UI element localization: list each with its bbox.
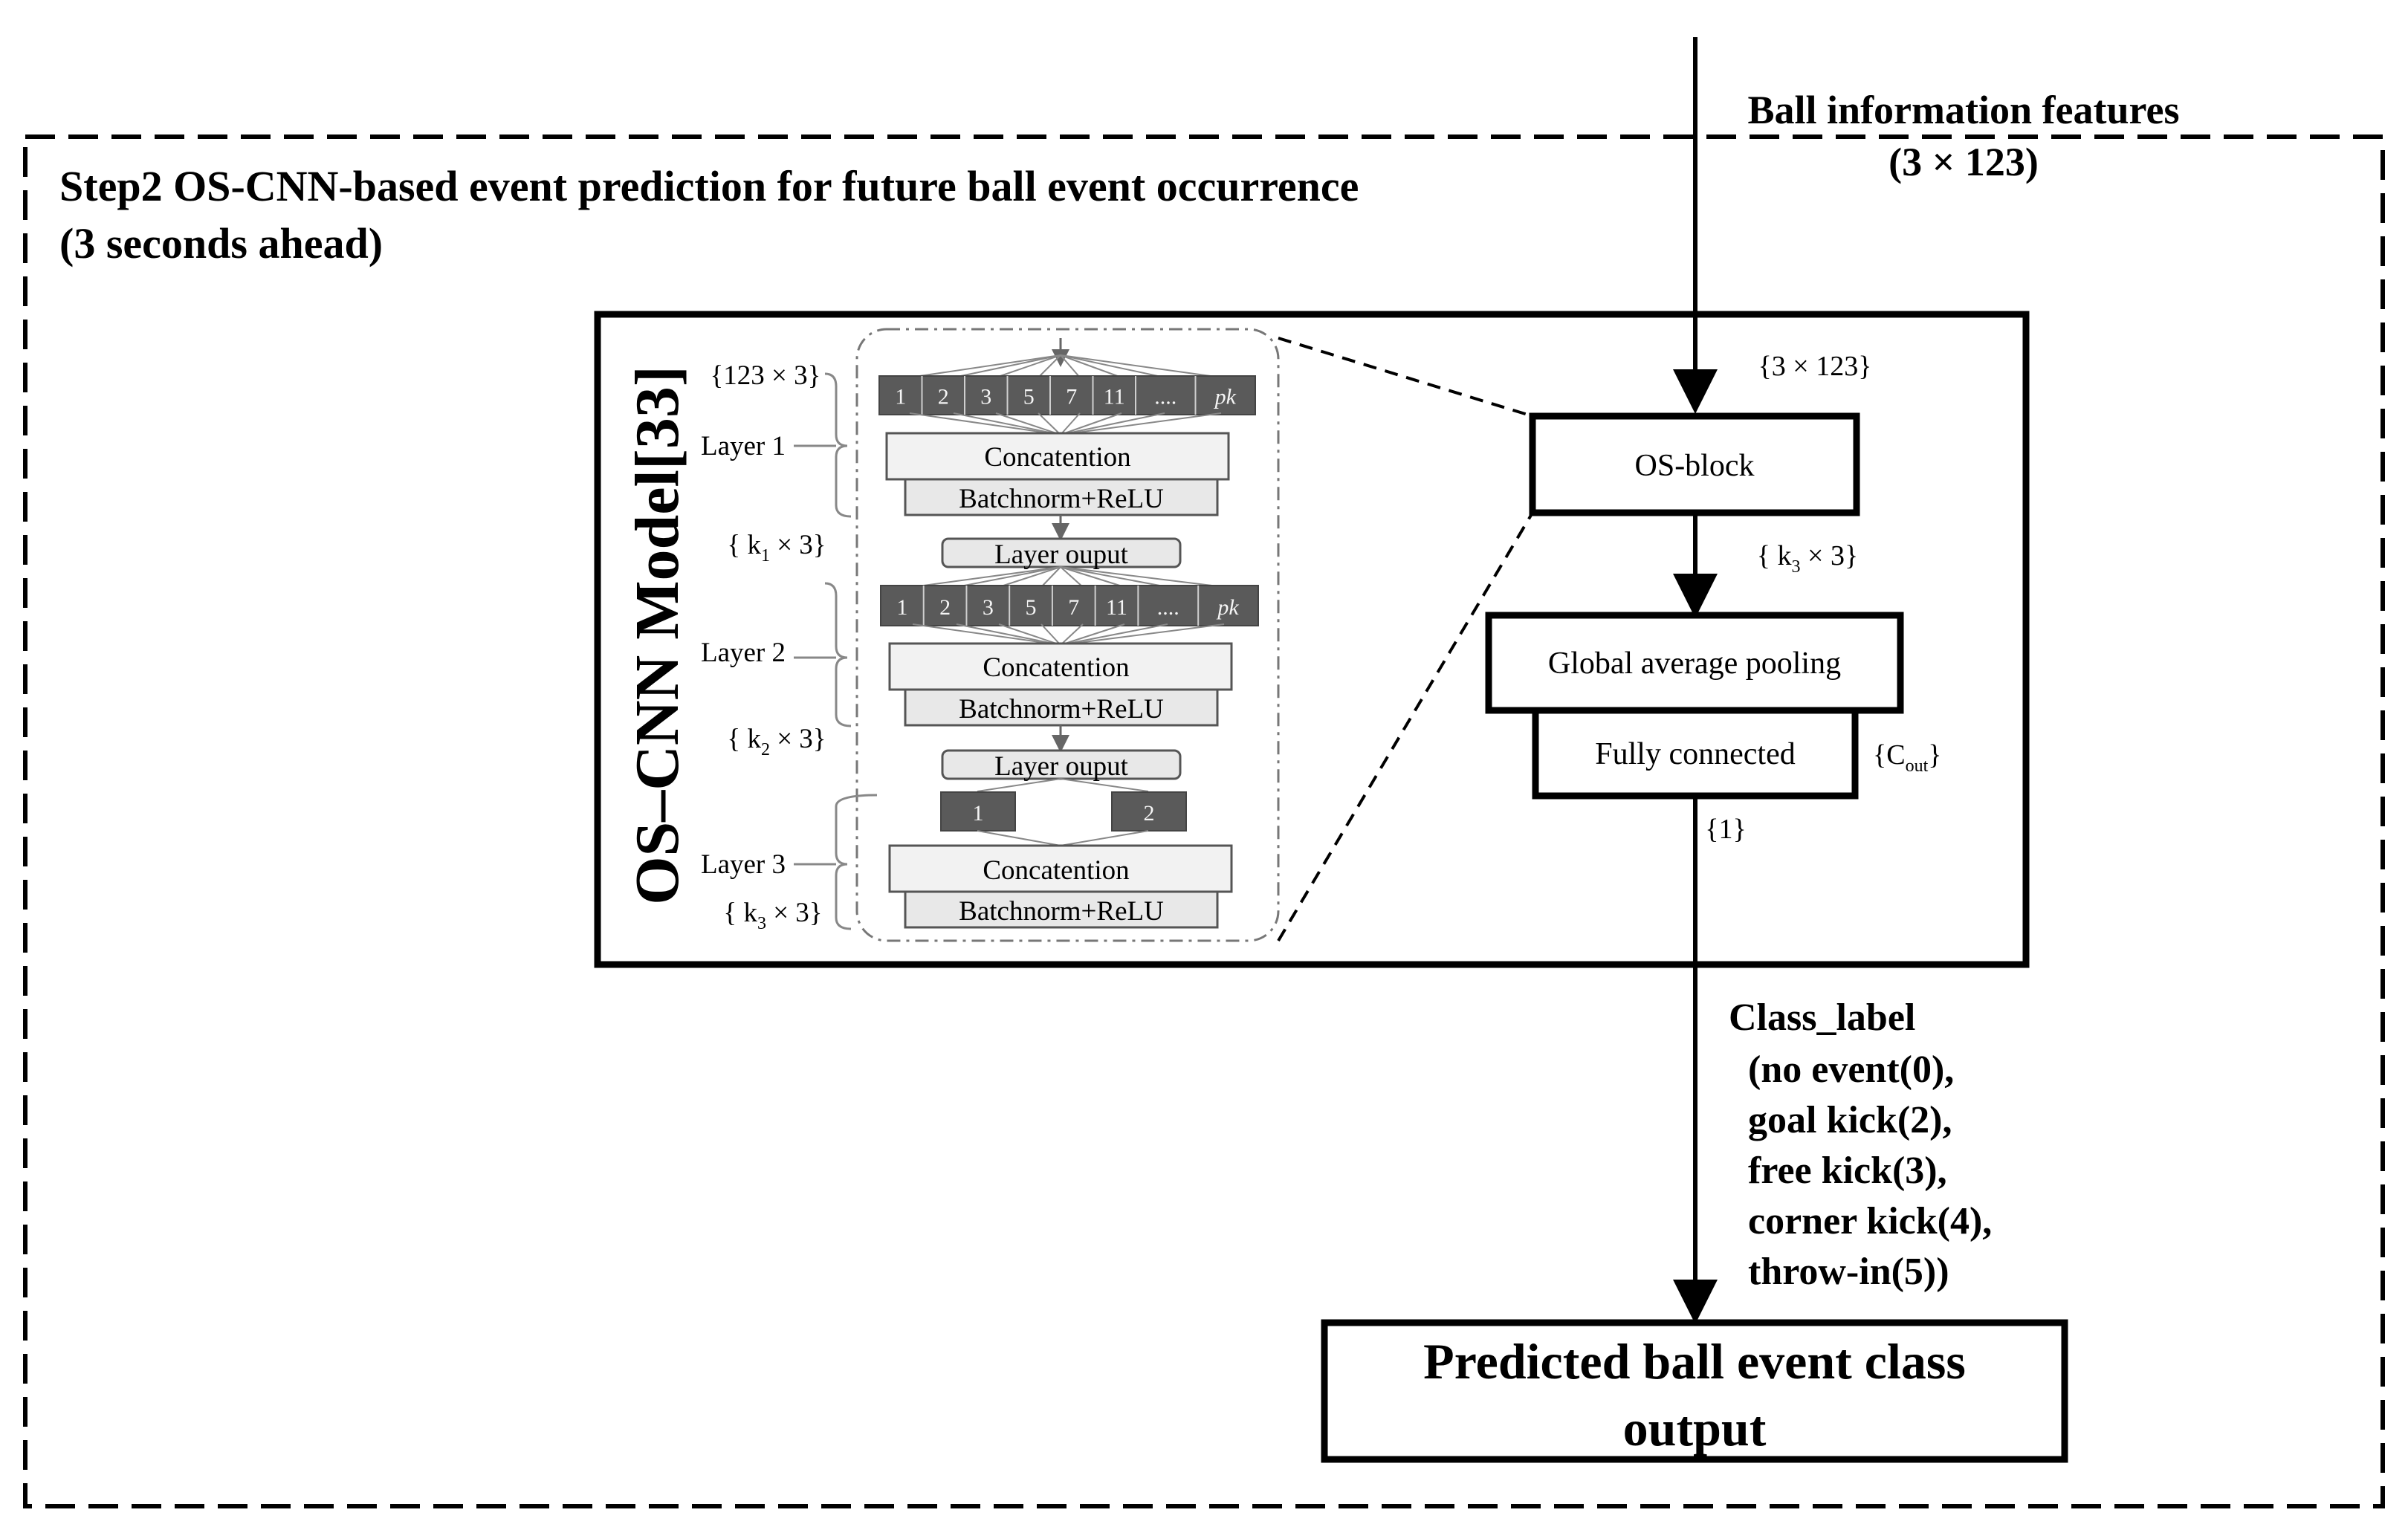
kernel-size-cell: pk bbox=[1216, 595, 1239, 620]
dims-3x123: {3 × 123} bbox=[1758, 351, 1872, 382]
layer1-label: Layer 1 bbox=[701, 431, 786, 461]
layer2-fan-in bbox=[912, 566, 1225, 588]
kernel-size-cell: 11 bbox=[1104, 384, 1125, 409]
kernel-size-cell: 1 bbox=[895, 384, 906, 409]
layer1-brace bbox=[824, 372, 852, 518]
zoom-line-bottom bbox=[1277, 511, 1534, 942]
model-vertical-title: OS–CNN Model[33] bbox=[623, 366, 692, 905]
layer1-concat-box bbox=[885, 432, 1230, 481]
layer3-norm-label: Batchnorm+ReLU bbox=[959, 896, 1164, 927]
input-dims: (3 × 123) bbox=[1888, 140, 2039, 184]
layer3-label: Layer 3 bbox=[701, 849, 786, 880]
class-label-item: throw-in(5)) bbox=[1748, 1251, 1949, 1293]
layer3-fan-out bbox=[977, 830, 1149, 846]
input-dims-123x3: {123 × 3} bbox=[711, 360, 821, 391]
kernel-size-cell: 11 bbox=[1106, 595, 1127, 620]
kernel-size-cell: .... bbox=[1154, 384, 1177, 409]
layer2-norm-label: Batchnorm+ReLU bbox=[959, 694, 1164, 725]
class-label-item: goal kick(2), bbox=[1748, 1099, 1952, 1141]
layer2-concat-label: Concatention bbox=[983, 652, 1129, 683]
os-block-box bbox=[1529, 412, 1860, 516]
output-line1: Predicted ball event class bbox=[1423, 1333, 1966, 1390]
layer3-norm-box bbox=[904, 890, 1219, 929]
kernel-size-cell: 1 bbox=[896, 595, 907, 620]
class-label-title: Class_label bbox=[1729, 996, 1915, 1039]
kernel-size-cell: 5 bbox=[1026, 595, 1037, 620]
layer3-output-dims: { k3 × 3} bbox=[723, 898, 822, 933]
dims-cout: {Cout} bbox=[1873, 739, 1942, 776]
layer2-label: Layer 2 bbox=[701, 638, 786, 668]
fc-label: Fully connected bbox=[1595, 737, 1795, 771]
layer2-kernel-bar: 1 2 3 5 7 11.... pk bbox=[880, 585, 1259, 626]
output-box bbox=[1321, 1319, 2068, 1463]
layer2-brace bbox=[824, 582, 852, 727]
model-frame bbox=[594, 311, 2030, 968]
layer3-concat-box bbox=[888, 844, 1233, 893]
kernel-cell-box bbox=[940, 791, 1016, 832]
layer1-output-dims: { k1 × 3} bbox=[727, 530, 826, 565]
os-block-detail-frame bbox=[855, 328, 1280, 942]
layer2-fan-out bbox=[912, 623, 1225, 646]
dims-one: {1} bbox=[1705, 814, 1746, 845]
kernel-size-cell: 2 bbox=[939, 595, 951, 620]
class-label-list: (no event(0), goal kick(2), free kick(3), c… bbox=[1748, 1048, 1992, 1293]
kernel-size-cell: 2 bbox=[1144, 801, 1155, 826]
output-line2: output bbox=[1623, 1400, 1767, 1456]
kernel-size-cell: 7 bbox=[1066, 384, 1077, 409]
step2-frame bbox=[23, 134, 2385, 1508]
fc-box bbox=[1532, 707, 1859, 800]
dims-k3x3: { k3 × 3} bbox=[1757, 540, 1858, 577]
layer3-fan-in bbox=[977, 778, 1149, 792]
layer1-fan-out bbox=[909, 412, 1222, 435]
class-label-item: free kick(3), bbox=[1748, 1150, 1947, 1192]
layer2-concat-box bbox=[888, 642, 1233, 691]
layer-output-label-2: Layer ouput bbox=[994, 751, 1129, 782]
kernel-size-cell: pk bbox=[1214, 384, 1237, 409]
kernel-size-cell: 3 bbox=[980, 384, 991, 409]
zoom-line-top bbox=[1278, 337, 1533, 418]
kernel-size-cell: 3 bbox=[983, 595, 994, 620]
kernel-size-cell: 7 bbox=[1068, 595, 1079, 620]
layer1-kernel-bar: 1 2 3 5 7 11.... pk bbox=[878, 375, 1256, 415]
kernel-size-cell: 1 bbox=[973, 801, 984, 826]
input-label: Ball information features bbox=[1748, 88, 2180, 132]
layer-output-label-1: Layer ouput bbox=[994, 539, 1129, 570]
class-label-item: corner kick(4), bbox=[1748, 1200, 1992, 1242]
class-label-item: (no event(0), bbox=[1748, 1048, 1954, 1091]
os-block-label: OS-block bbox=[1635, 449, 1755, 483]
layer1-fan-in bbox=[909, 354, 1222, 378]
layer3-brace bbox=[835, 794, 878, 930]
kernel-size-cell: .... bbox=[1157, 595, 1179, 620]
kernel-cell-box bbox=[1111, 791, 1187, 832]
gap-label: Global average pooling bbox=[1548, 646, 1841, 681]
step-title-line1: Step2 OS-CNN-based event prediction for … bbox=[59, 162, 1359, 210]
kernel-size-cell: 5 bbox=[1023, 384, 1035, 409]
kernel-size-cell: 2 bbox=[938, 384, 949, 409]
step-title-line2: (3 seconds ahead) bbox=[59, 219, 383, 268]
layer1-norm-label: Batchnorm+ReLU bbox=[959, 484, 1164, 514]
gap-box bbox=[1485, 612, 1904, 714]
layer1-norm-box bbox=[904, 478, 1219, 516]
layer2-output-dims: { k2 × 3} bbox=[727, 724, 826, 759]
layer2-norm-box bbox=[904, 688, 1219, 727]
layer1-concat-label: Concatention bbox=[984, 442, 1130, 473]
layer3-concat-label: Concatention bbox=[983, 855, 1129, 886]
